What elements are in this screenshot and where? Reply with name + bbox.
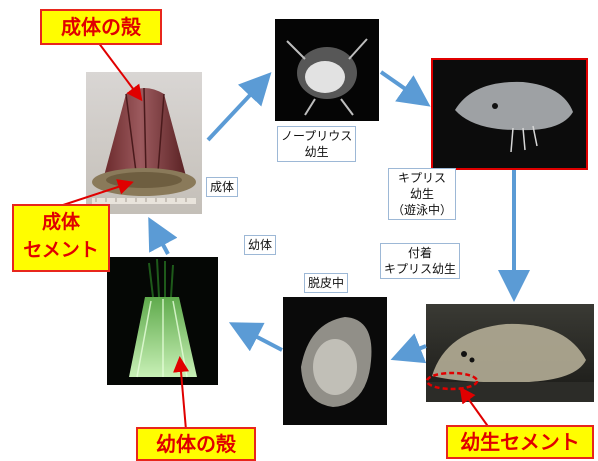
arrow-nauplius-to-cypris bbox=[381, 72, 424, 102]
stage-label-adult: 成体 bbox=[206, 177, 238, 197]
stage-label-cypris: キプリス 幼生 （遊泳中） bbox=[388, 168, 456, 220]
arrow-attached-to-molting bbox=[398, 346, 426, 357]
stage-label-nauplius: ノープリウス 幼生 bbox=[277, 126, 356, 162]
callout-juvenile-shell: 幼体の殻 bbox=[136, 427, 256, 461]
pointer-juvenile-shell bbox=[180, 360, 186, 430]
larval-cement-highlight bbox=[427, 373, 477, 389]
callout-adult-shell: 成体の殻 bbox=[40, 9, 162, 45]
callout-adult-cement: 成体 セメント bbox=[12, 204, 110, 272]
stage-label-attached-cypris: 付着 キプリス幼生 bbox=[380, 243, 460, 279]
arrow-molting-to-juvenile bbox=[236, 326, 282, 350]
stage-label-juvenile: 幼体 bbox=[244, 235, 276, 255]
arrow-adult-to-nauplius bbox=[208, 78, 266, 140]
callout-larval-cement: 幼生セメント bbox=[446, 425, 594, 459]
arrow-juvenile-to-adult bbox=[152, 224, 168, 254]
pointer-adult-shell bbox=[98, 42, 140, 98]
stage-label-molting: 脱皮中 bbox=[304, 273, 348, 293]
